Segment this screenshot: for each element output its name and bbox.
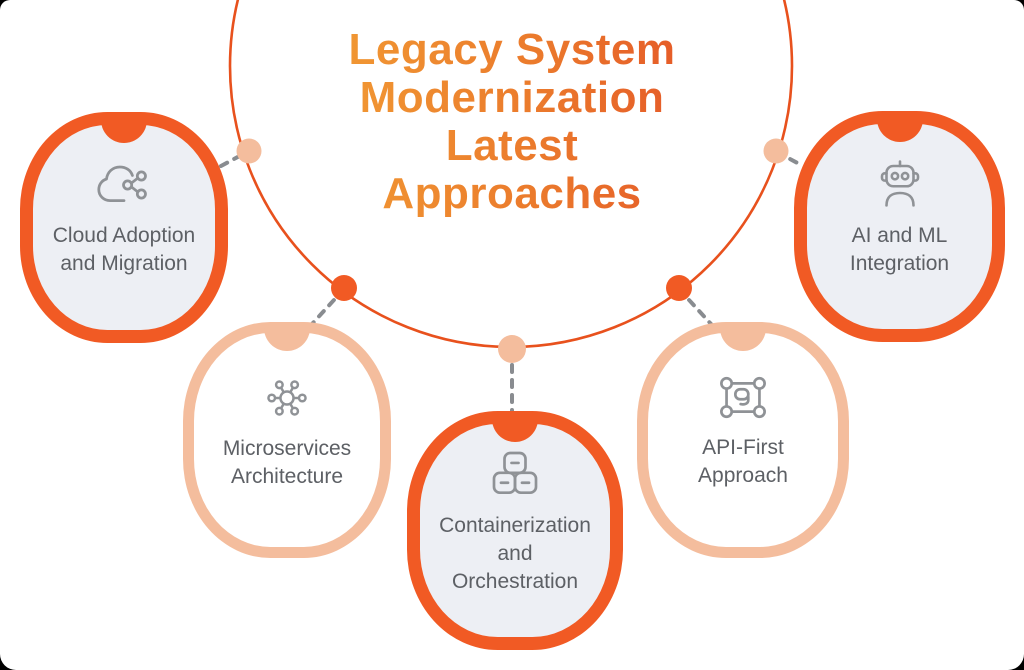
label-line: Containerization bbox=[439, 514, 591, 537]
label-line: and bbox=[497, 542, 533, 565]
containers-icon bbox=[487, 449, 543, 499]
node-notch bbox=[101, 120, 147, 143]
hub-network-icon bbox=[263, 374, 311, 422]
label-line: Cloud Adoption bbox=[52, 224, 196, 247]
node-label: Containerization and Orchestration bbox=[439, 512, 591, 596]
node-ai-ml: AI and ML Integration bbox=[794, 111, 1005, 342]
label-line: API-First bbox=[702, 436, 784, 459]
label-line: Integration bbox=[849, 252, 950, 275]
title-line: Modernization bbox=[359, 73, 665, 122]
node-notch bbox=[492, 419, 538, 442]
label-line: Architecture bbox=[230, 464, 344, 488]
connector-line-cloud bbox=[219, 150, 249, 168]
node-cloud-adoption: Cloud Adoption and Migration bbox=[20, 112, 228, 343]
robot-icon bbox=[873, 159, 927, 209]
title-line: Legacy System bbox=[348, 25, 676, 74]
api-object-icon bbox=[717, 374, 769, 421]
node-label: Cloud Adoption and Migration bbox=[53, 222, 195, 278]
label-line: Approach bbox=[698, 464, 788, 487]
node-notch bbox=[720, 328, 766, 351]
node-label: Microservices Architecture bbox=[223, 435, 351, 491]
orbit-dot-ai bbox=[763, 138, 789, 164]
label-line: Microservices bbox=[222, 436, 352, 460]
node-api-first: API-First Approach bbox=[637, 322, 849, 558]
node-containerization: Containerization and Orchestration bbox=[407, 411, 623, 650]
orbit-dot-cloud bbox=[236, 138, 262, 164]
page-title: Legacy System Modernization Latest Appro… bbox=[262, 26, 762, 218]
orbit-dot-microservices bbox=[331, 275, 357, 301]
label-line: Orchestration bbox=[451, 570, 579, 593]
label-line: AI and ML bbox=[851, 224, 948, 247]
title-line: Latest bbox=[445, 121, 579, 170]
cloud-share-icon bbox=[95, 161, 153, 209]
orbit-dot-api bbox=[666, 275, 692, 301]
node-microservices: Microservices Architecture bbox=[183, 322, 391, 558]
node-label: API-First Approach bbox=[698, 434, 788, 490]
title-line: Approaches bbox=[382, 169, 642, 218]
node-notch bbox=[264, 328, 310, 351]
node-notch bbox=[876, 119, 923, 142]
node-label: AI and ML Integration bbox=[850, 222, 949, 278]
label-line: and Migration bbox=[60, 252, 188, 275]
orbit-dot-containerization bbox=[498, 335, 526, 363]
